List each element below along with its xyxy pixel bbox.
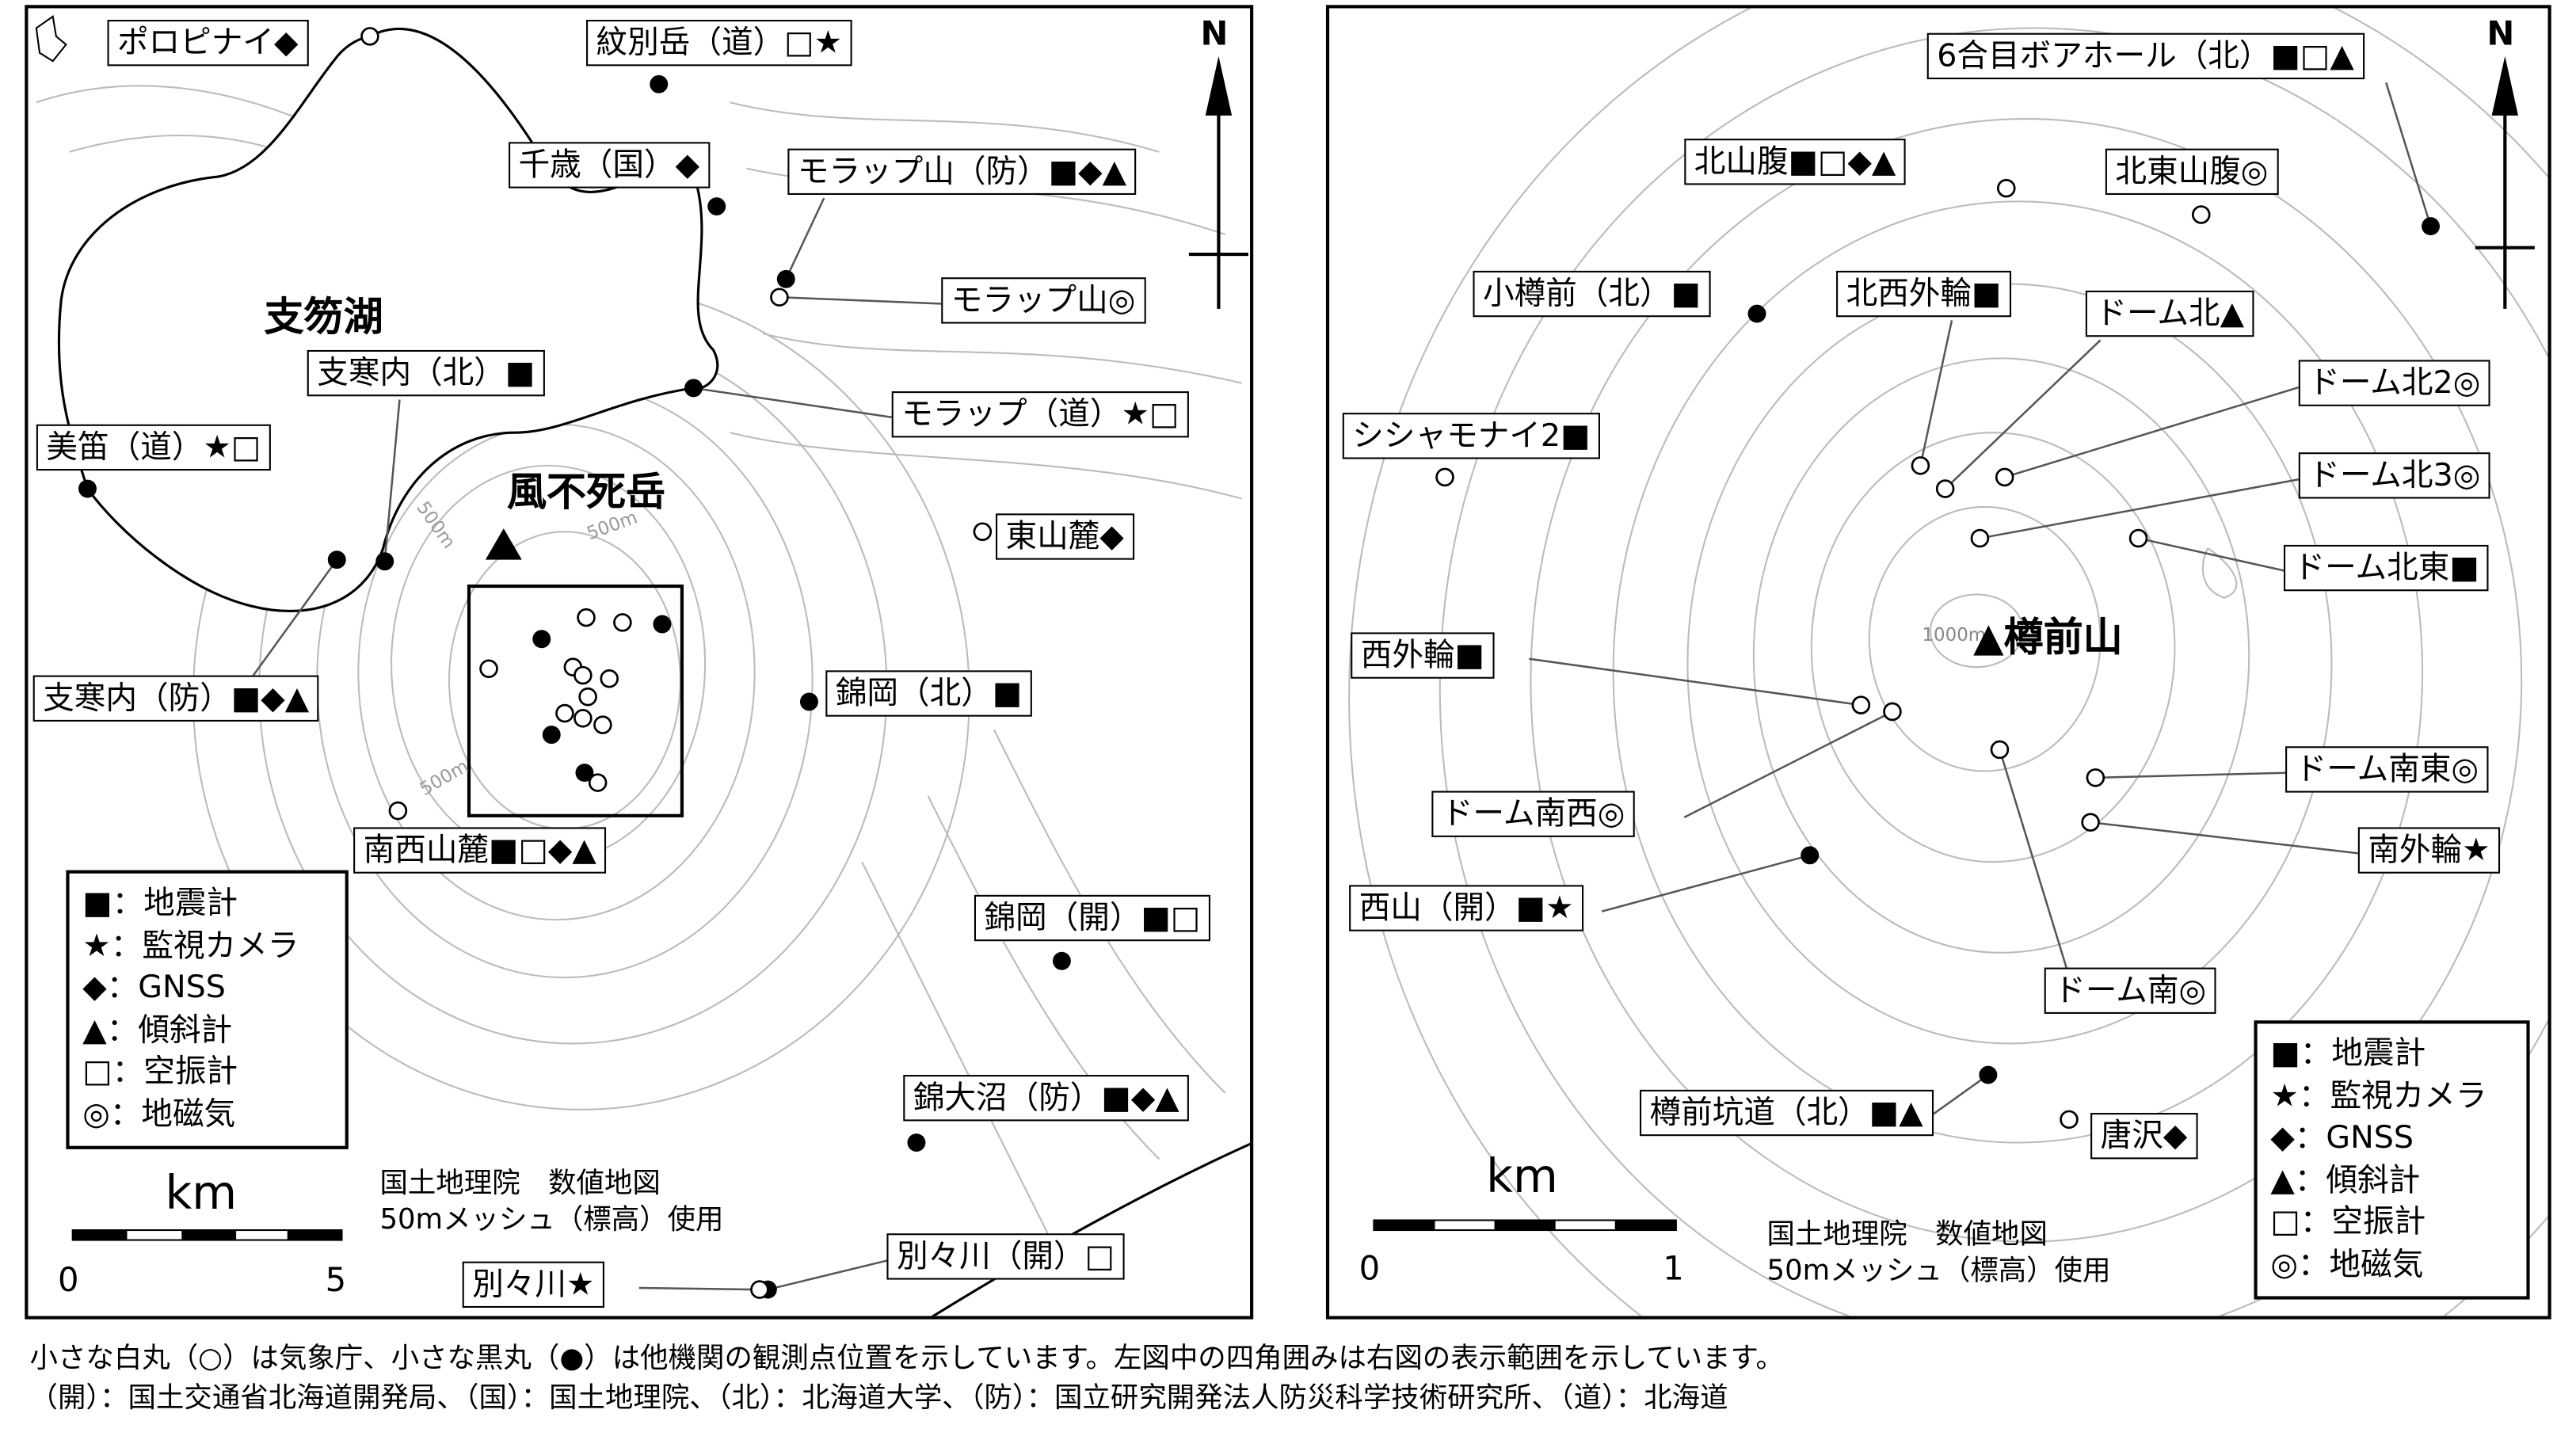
station-label: 東山麓◆ [996, 513, 1134, 560]
legend-item-tiltmeter: ▲：傾斜計 [82, 1011, 233, 1048]
station-label: 6合目ボアホール（北）■□▲ [1926, 32, 2365, 80]
legend-item-gnss: ◆：GNSS [82, 969, 226, 1006]
volcano-name-tarumae: ▲樽前山 [1973, 614, 2123, 661]
legend-item-camera: ★：監視カメラ [2270, 1077, 2487, 1114]
station-label: 美笛（道）★□ [36, 424, 271, 471]
station-label: ポロピナイ◆ [107, 20, 309, 67]
station-label: 西山（開）■★ [1349, 885, 1584, 931]
station-label: 支寒内（防）■◆▲ [32, 675, 319, 722]
station-label: 北山腹■□◆▲ [1684, 139, 1906, 185]
right-north-label: N [2486, 13, 2515, 53]
station-label: 錦岡（北）■ [825, 670, 1032, 717]
caption-line-2: （開）：国土交通省北海道開発局、（国）：国土地理院、（北）：北海道大学、（防）：… [29, 1381, 1728, 1415]
station-label: 紋別岳（道）□★ [586, 20, 852, 67]
station-label: 唐沢◆ [2090, 1113, 2197, 1160]
right-legend: ■：地震計 ★：監視カメラ ◆：GNSS ▲：傾斜計 □：空振計 ◎：地磁気 [2254, 1020, 2530, 1300]
station-label: ドーム南◎ [2044, 967, 2216, 1014]
station-label: 錦岡（開）■□ [974, 894, 1210, 942]
station-label: ドーム北東■ [2284, 544, 2490, 592]
legend-item-seismometer: ■：地震計 [2270, 1035, 2426, 1072]
right-north-arrow-icon [2475, 55, 2535, 309]
station-label: 南外輪★ [2357, 827, 2501, 874]
station-label: ドーム南西◎ [1431, 790, 1635, 837]
station-label: ドーム南東◎ [2285, 746, 2489, 793]
station-label: モラップ山◎ [941, 277, 1145, 324]
legend-item-camera: ★：監視カメラ [82, 927, 299, 964]
station-label: ドーム北▲ [2085, 290, 2254, 337]
station-label: 別々川★ [462, 1261, 605, 1309]
left-attribution-1: 国土地理院 数値地図 [379, 1167, 661, 1201]
right-scale-start: 0 [1358, 1248, 1381, 1288]
left-scale-unit: km [165, 1165, 238, 1221]
left-north-label: N [1200, 13, 1229, 53]
left-scale-bar [71, 1229, 343, 1241]
left-scale-start: 0 [57, 1259, 79, 1300]
right-map-graphics: 1000m [1348, 8, 2548, 1316]
contour-label: 500m [417, 756, 472, 800]
legend-item-magnetometer: ◎：地磁気 [82, 1095, 236, 1132]
right-attribution-2: 50mメッシュ（標高）使用 [1766, 1255, 2111, 1288]
right-attribution-1: 国土地理院 数値地図 [1766, 1218, 2048, 1252]
station-label: 別々川（開）□ [886, 1233, 1125, 1280]
right-scale-unit: km [1486, 1149, 1558, 1204]
caption-line-1: 小さな白丸（○）は気象庁、小さな黒丸（●）は他機関の観測点位置を示しています。左… [29, 1342, 1784, 1376]
left-north-island-icon [35, 15, 67, 63]
left-scale-end: 5 [325, 1259, 347, 1300]
legend-item-magnetometer: ◎：地磁気 [2270, 1245, 2424, 1282]
legend-item-infrasound: □：空振計 [82, 1053, 238, 1090]
left-legend: ■：地震計 ★：監視カメラ ◆：GNSS ▲：傾斜計 □：空振計 ◎：地磁気 [66, 870, 349, 1149]
station-label: 支寒内（北）■ [307, 349, 545, 397]
station-label: 錦大沼（防）■◆▲ [903, 1075, 1190, 1122]
volcano-name-fuppushi: 風不死岳 [506, 469, 666, 516]
legend-item-gnss: ◆：GNSS [2270, 1119, 2414, 1156]
station-label: 北東山腹◎ [2105, 148, 2278, 195]
legend-item-tiltmeter: ▲：傾斜計 [2270, 1161, 2421, 1198]
station-label: 南西山麓■□◆▲ [353, 827, 607, 874]
station-label: ドーム北3◎ [2298, 452, 2490, 499]
station-label: 西外輪■ [1351, 632, 1495, 679]
right-scale-bar [1373, 1219, 1677, 1232]
station-label: 千歳（国）◆ [509, 142, 710, 189]
right-scale-end: 1 [1663, 1248, 1684, 1288]
left-north-arrow-icon [1188, 55, 1248, 309]
legend-item-seismometer: ■：地震計 [82, 885, 238, 922]
station-label: ドーム北2◎ [2298, 360, 2490, 406]
station-label: 小樽前（北）■ [1473, 270, 1711, 318]
fuppushi-summit-triangle-icon [485, 528, 522, 560]
legend-item-infrasound: □：空振計 [2270, 1203, 2426, 1240]
left-attribution-2: 50mメッシュ（標高）使用 [379, 1203, 724, 1237]
lake-name: 支笏湖 [264, 294, 383, 341]
right-map-extent-box [467, 584, 684, 817]
station-label: 北西外輪■ [1836, 270, 2011, 318]
contour-label: 1000m [1922, 625, 1986, 646]
station-label: 樽前坑道（北）■▲ [1640, 1089, 1934, 1137]
station-label: モラップ山（防）■◆▲ [787, 148, 1137, 195]
station-label: モラップ（道）★□ [891, 391, 1189, 438]
station-label: シシャモナイ2■ [1342, 413, 1601, 459]
